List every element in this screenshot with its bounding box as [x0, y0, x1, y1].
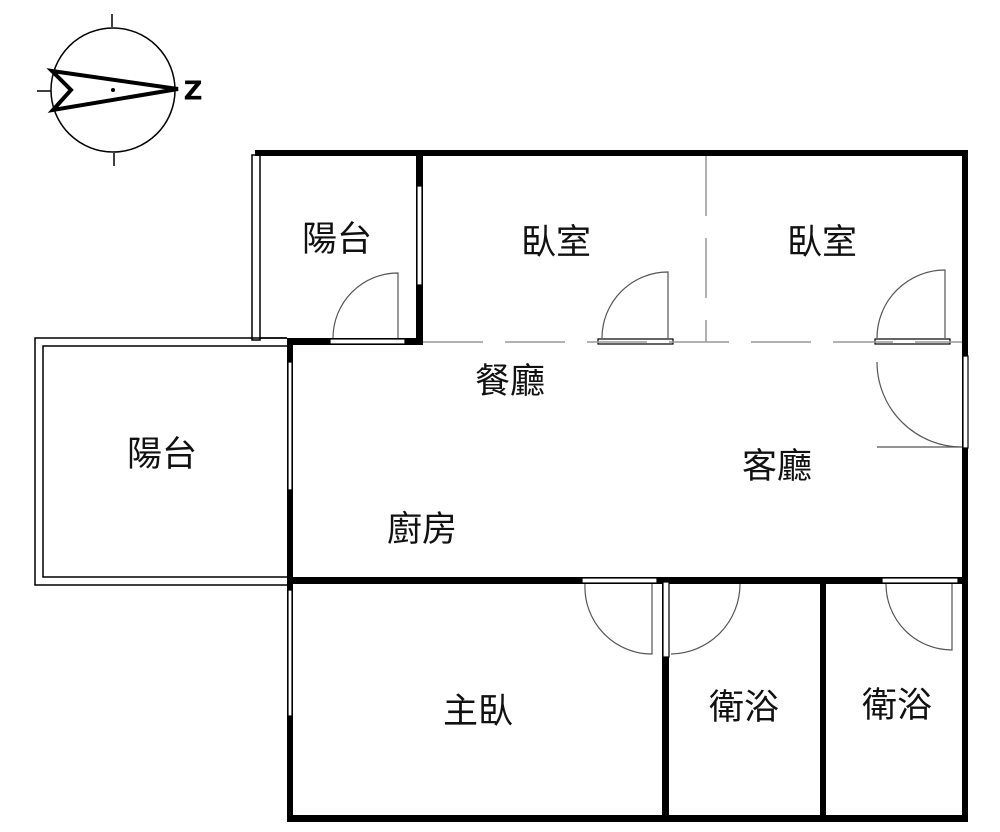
room-label-bathroom-2: 衛浴 [862, 686, 932, 726]
windows [287, 185, 969, 717]
room-label-dining: 餐廳 [475, 362, 545, 402]
room-label-balcony-top: 陽台 [302, 220, 372, 260]
room-label-bedroom-2: 臥室 [787, 223, 857, 263]
room-label-living: 客廳 [742, 447, 812, 487]
door-swings [332, 269, 963, 655]
balcony-outlines [34, 154, 287, 586]
room-label-bedroom-1: 臥室 [521, 223, 591, 263]
compass-icon: Z [37, 14, 202, 166]
north-label: Z [184, 77, 203, 107]
room-label-balcony-left: 陽台 [127, 435, 197, 475]
room-label-bathroom-1: 衛浴 [709, 688, 779, 728]
dashed-dividers [423, 156, 962, 343]
room-label-kitchen: 廚房 [387, 510, 457, 550]
room-label-master-bedroom: 主臥 [443, 692, 513, 732]
